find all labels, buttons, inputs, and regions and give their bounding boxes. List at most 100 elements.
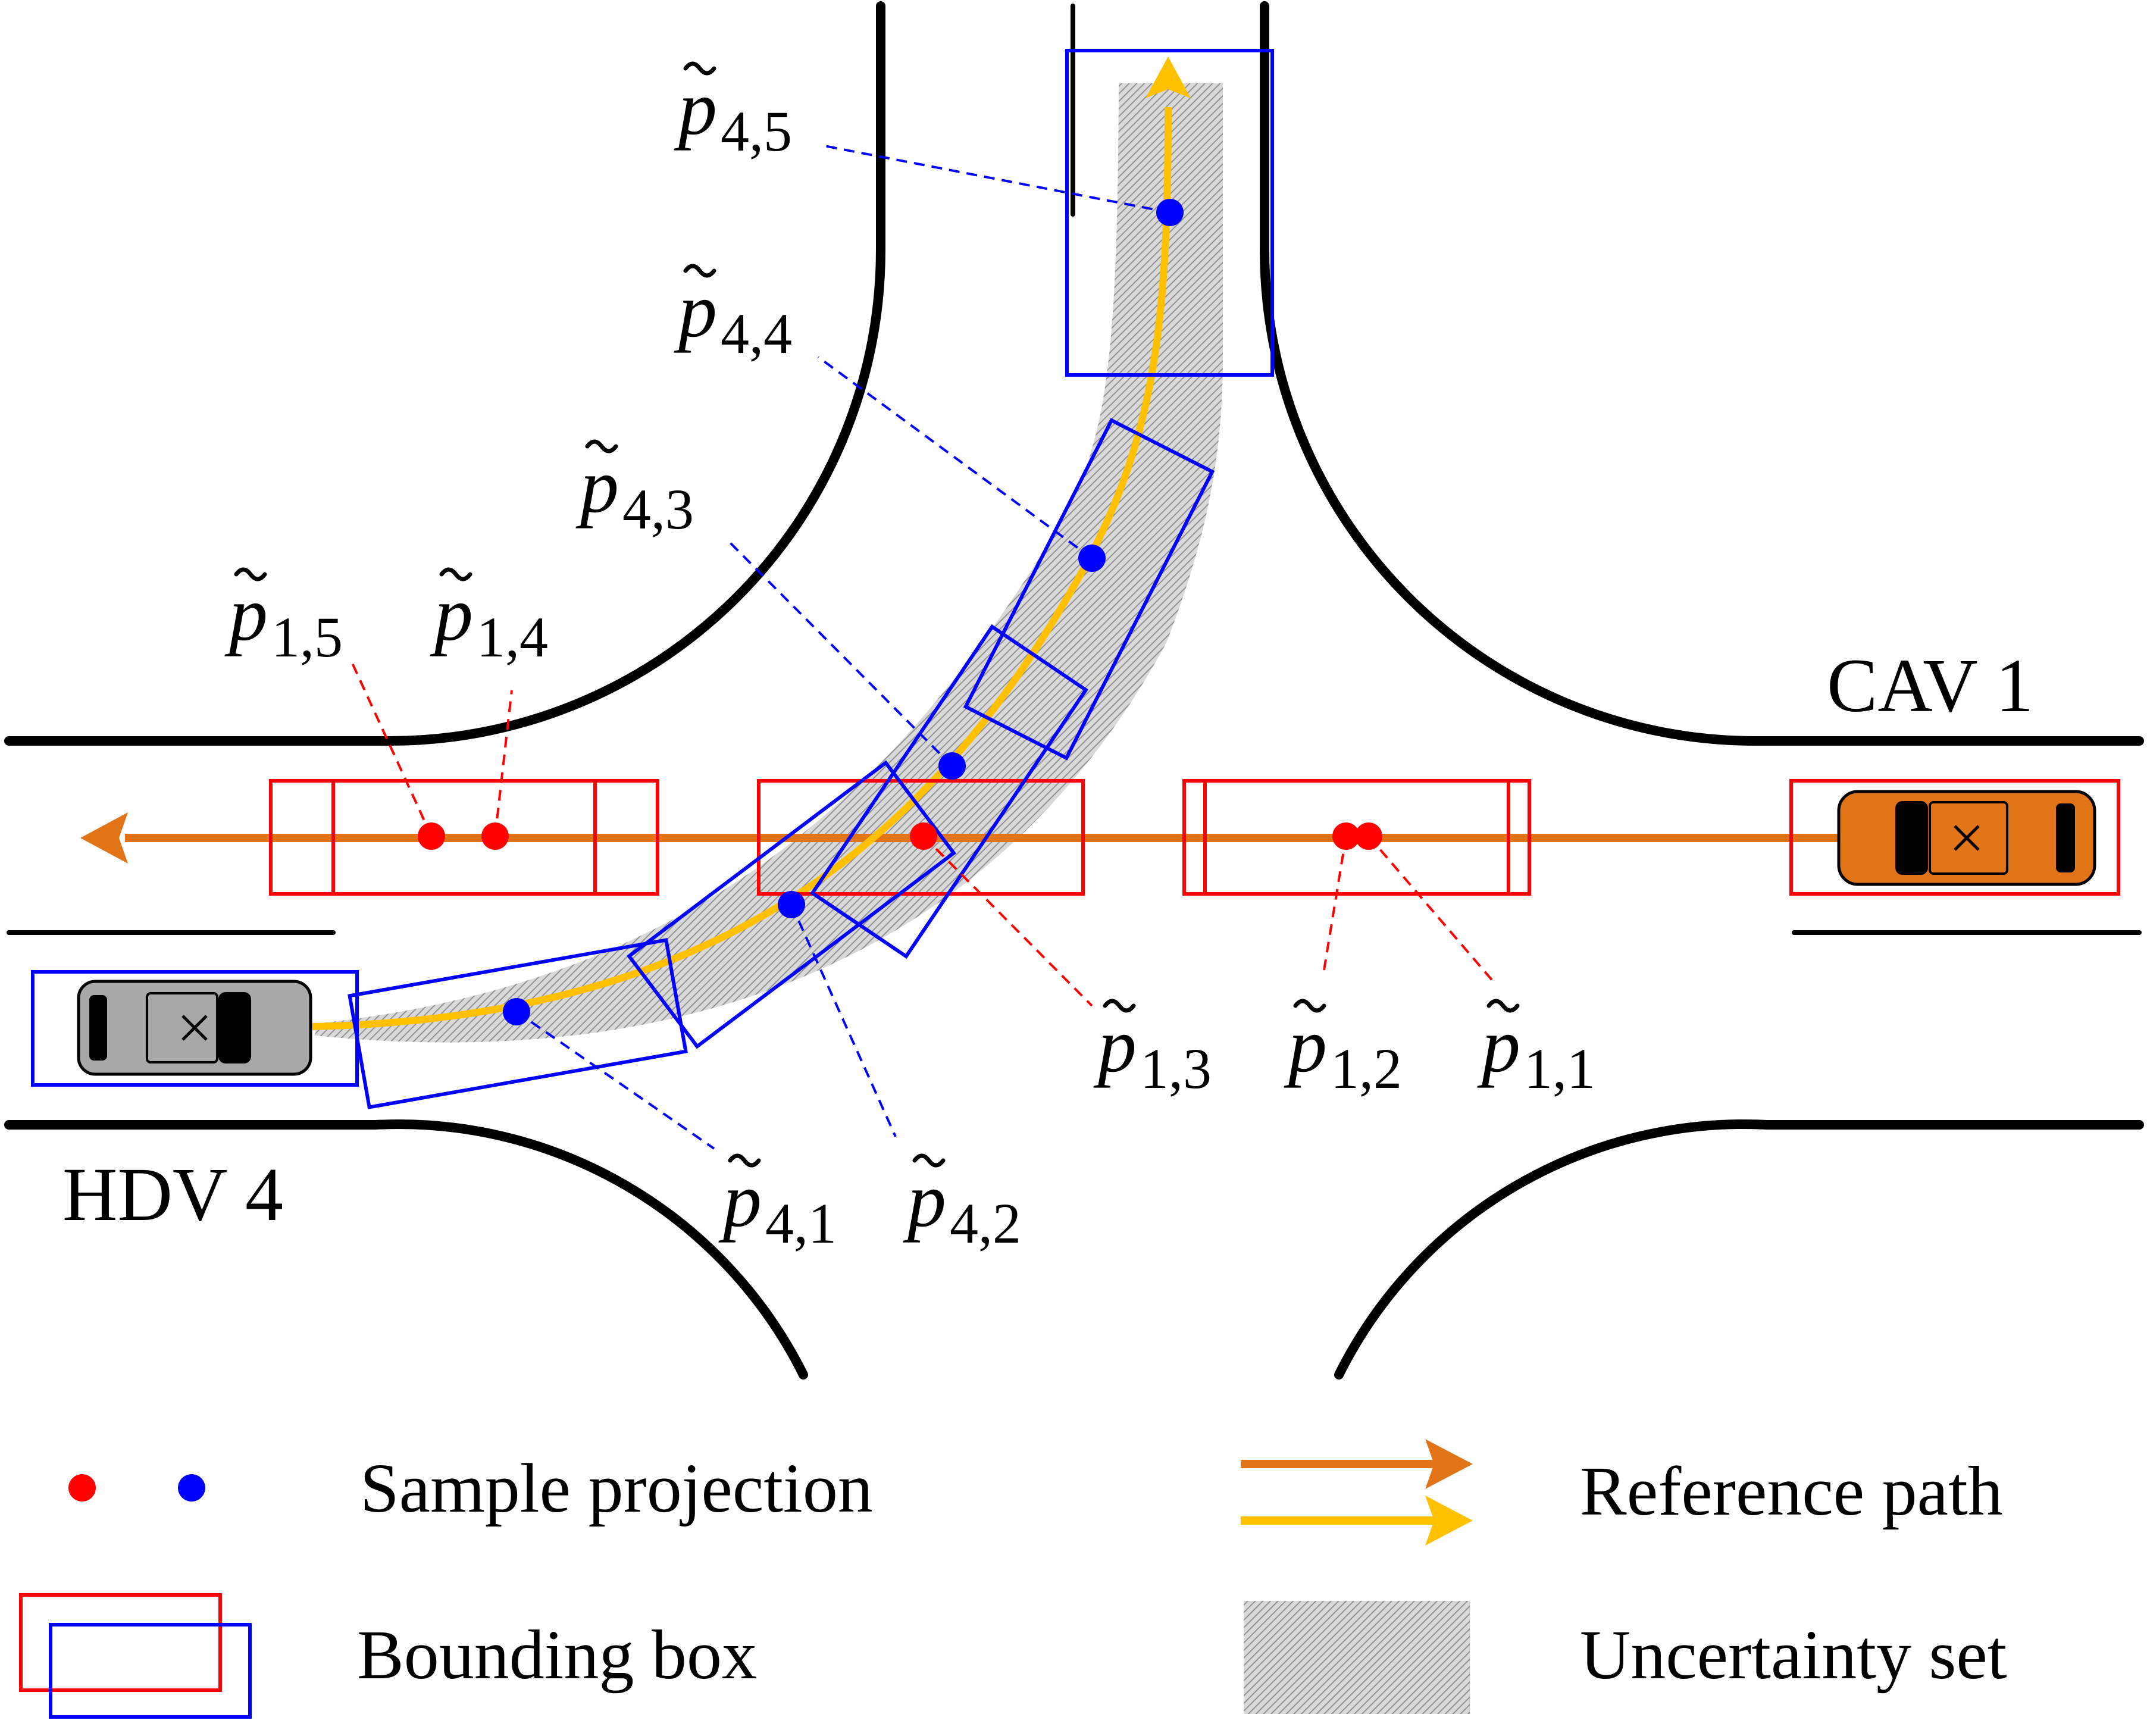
label-p-4-5: p4,5 <box>674 65 792 163</box>
cav-box-3 <box>757 779 1085 896</box>
sample-point-p-4-4 <box>1078 545 1106 572</box>
leader-p-1-2 <box>1323 836 1347 971</box>
hdv-box-3 <box>810 624 1088 959</box>
uncertainty-set <box>315 83 1223 1043</box>
label-p-1-2-sub: 1,2 <box>1331 1037 1402 1100</box>
hdv-box-5 <box>1065 49 1274 377</box>
sample-point-p-4-1 <box>503 998 530 1025</box>
sample-labels: p1,1 p1,2 p1,3 p1,4 p1,5 p4,1 p4,2 p4,3 … <box>224 61 1595 1255</box>
cav-label: CAV 1 <box>1827 643 2033 728</box>
label-p-1-3: p1,3 <box>1093 1003 1212 1100</box>
tilde-p-4-3 <box>585 439 618 453</box>
cav-path-arrowhead <box>80 812 128 864</box>
cav-box-current <box>1789 779 2120 896</box>
label-p-4-2-sub: 4,2 <box>950 1191 1021 1255</box>
leader-p-4-4 <box>817 356 1093 559</box>
leader-p-1-5 <box>350 660 433 837</box>
label-p-4-3-var: p <box>575 443 619 529</box>
hdv-box-4 <box>963 418 1215 761</box>
label-p-4-1-var: p <box>718 1158 762 1243</box>
label-p-4-3: p4,3 <box>575 443 694 541</box>
tilde-p-1-2 <box>1293 999 1326 1013</box>
label-p-4-5-sub: 4,5 <box>721 99 792 163</box>
legend-blue-box <box>49 1623 252 1719</box>
leader-lines <box>350 145 1495 1150</box>
tilde-p-4-2 <box>912 1153 946 1168</box>
legend-blue-dot <box>178 1474 205 1502</box>
legend-uncertainty-set: Uncertainty set <box>1580 1616 2007 1694</box>
hdv-car <box>77 980 312 1076</box>
label-p-4-4-var: p <box>674 268 717 354</box>
leader-p-1-3 <box>922 835 1093 1007</box>
sample-point-p-1-4 <box>481 822 509 850</box>
leader-p-4-5 <box>824 145 1170 214</box>
leader-p-4-2 <box>790 904 897 1137</box>
legend-red-dot <box>68 1474 96 1502</box>
road-edge-top-right <box>1260 1 2144 746</box>
legend: Sample projection Bounding box Reference… <box>19 1439 2007 1719</box>
label-p-4-2: p4,2 <box>903 1158 1021 1255</box>
hdv-reference-path <box>312 107 1172 1030</box>
tilde-marks <box>234 61 1520 1168</box>
legend-orange-arrowhead <box>1425 1439 1473 1489</box>
tilde-p-1-1 <box>1486 999 1520 1013</box>
label-p-1-5-var: p <box>224 571 268 657</box>
cav-car-center-mark <box>1954 825 1980 851</box>
sample-point-p-4-2 <box>778 891 805 918</box>
road-edge-bottom-left <box>4 1119 808 1380</box>
label-p-1-1-sub: 1,1 <box>1524 1037 1595 1100</box>
legend-reference-path: Reference path <box>1580 1452 2003 1530</box>
leader-p-4-1 <box>515 1011 715 1150</box>
tilde-p-4-1 <box>728 1153 761 1168</box>
label-p-1-1: p1,1 <box>1477 1003 1595 1100</box>
label-p-4-4-sub: 4,4 <box>721 302 792 365</box>
tilde-p-4-4 <box>683 264 716 278</box>
label-p-1-2-var: p <box>1284 1003 1327 1088</box>
hdv-car-windshield <box>218 992 251 1064</box>
legend-red-box <box>19 1593 222 1692</box>
label-p-1-3-sub: 1,3 <box>1140 1037 1212 1100</box>
tilde-p-4-5 <box>683 61 716 76</box>
sample-point-p-1-5 <box>418 822 445 850</box>
label-p-1-4-var: p <box>430 571 473 657</box>
cav-car-rear-window <box>2056 803 2075 872</box>
label-p-4-4: p4,4 <box>674 268 792 365</box>
sample-point-p-1-3 <box>910 822 937 850</box>
hdv-label: HDV 4 <box>62 1152 283 1237</box>
hdv-car-rear-window <box>89 995 107 1061</box>
legend-uncertainty-swatch <box>1244 1601 1470 1714</box>
tilde-p-1-3 <box>1103 999 1136 1013</box>
label-p-1-2: p1,2 <box>1284 1003 1402 1100</box>
cav-car <box>1837 790 2096 886</box>
cav-box-2 <box>1182 779 1510 896</box>
sample-point-p-1-2 <box>1332 822 1360 850</box>
leader-p-1-1 <box>1367 835 1495 983</box>
label-p-4-3-sub: 4,3 <box>622 477 694 541</box>
sample-points <box>418 199 1382 1025</box>
sample-point-p-4-3 <box>938 752 966 780</box>
hdv-box-2 <box>626 760 957 1049</box>
label-p-1-1-var: p <box>1477 1003 1520 1088</box>
tilde-p-1-4 <box>439 567 472 581</box>
hdv-car-roof <box>146 992 218 1064</box>
legend-sample-projection: Sample projection <box>360 1449 873 1527</box>
label-p-4-1: p4,1 <box>718 1158 837 1255</box>
leader-p-1-4 <box>494 690 513 837</box>
cav-car-windshield <box>1895 801 1928 875</box>
label-p-1-5-sub: 1,5 <box>271 605 343 669</box>
legend-yellow-arrowhead <box>1425 1496 1473 1546</box>
tilde-p-1-5 <box>234 567 267 581</box>
label-p-1-4: p1,4 <box>430 571 548 669</box>
road-edge-bottom-right <box>1334 1119 2144 1380</box>
label-p-1-3-var: p <box>1093 1003 1137 1088</box>
cav-bounding-boxes <box>269 779 2120 896</box>
sample-point-p-1-1 <box>1355 822 1382 850</box>
legend-bounding-box: Bounding box <box>357 1616 757 1694</box>
label-p-1-4-sub: 1,4 <box>477 605 548 669</box>
sample-point-p-4-5 <box>1156 199 1184 226</box>
label-p-1-5: p1,5 <box>224 571 343 669</box>
road-edge-top-left <box>4 1 885 746</box>
label-p-4-2-var: p <box>903 1158 946 1243</box>
hdv-bounding-boxes <box>31 49 1274 1109</box>
